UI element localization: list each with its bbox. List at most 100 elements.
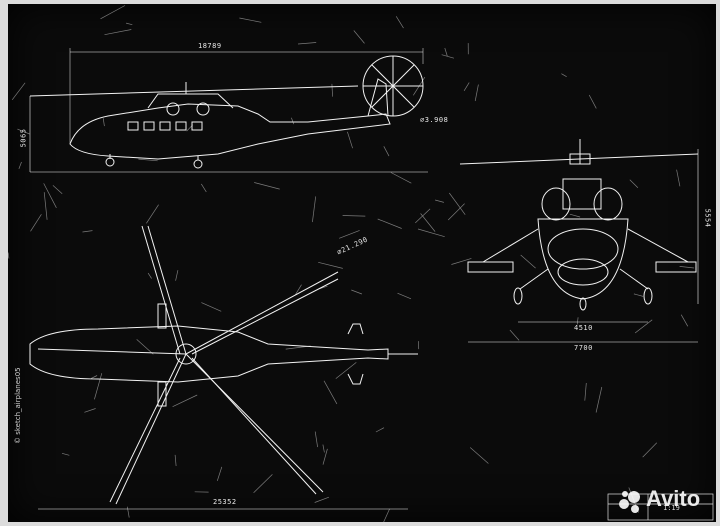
scratch-mark [474, 84, 479, 102]
scratch-mark [90, 375, 98, 379]
scratch-mark [175, 270, 179, 281]
scratch-mark [331, 83, 333, 97]
side-rear-wheel [193, 159, 203, 169]
scratch-mark [469, 447, 489, 464]
scratch-mark [509, 329, 520, 341]
avito-logo-icon [619, 491, 640, 513]
scratch-mark [633, 293, 644, 297]
scratch-mark [323, 380, 338, 405]
dim-front-height: 5554 [703, 208, 712, 228]
scratch-mark [8, 252, 10, 259]
scratch-mark [561, 73, 567, 78]
scratch-mark [642, 442, 658, 458]
scratch-mark [629, 179, 639, 188]
scratch-mark [435, 199, 444, 203]
scratch-mark [216, 466, 223, 482]
front-rotor-blade [459, 153, 699, 165]
scratch-mark [94, 373, 103, 400]
top-blade-1 [147, 225, 187, 355]
scratch-mark [201, 302, 222, 312]
top-view-helicopter [29, 225, 418, 510]
side-front-wheel [105, 157, 115, 167]
scratch-mark [126, 22, 133, 26]
avito-brand-text: Avito [646, 486, 701, 511]
scratch-mark [104, 29, 132, 36]
scratch-mark [351, 289, 363, 295]
top-blade-5 [37, 348, 187, 355]
dim-side-height: 5065 [19, 128, 28, 148]
scratch-mark [322, 448, 328, 465]
blueprint-board: 18789 5065 ∅3.908 ∅21.290 5554 4510 7700… [8, 4, 716, 522]
front-left-wheel [513, 287, 523, 305]
front-fuselage [537, 218, 629, 300]
scratch-mark [239, 17, 262, 23]
scratch-mark [679, 266, 695, 269]
scratch-mark [397, 292, 412, 300]
scratch-mark [634, 319, 653, 334]
scratch-mark [444, 47, 448, 57]
scratch-mark [84, 408, 96, 413]
scratch-mark [312, 196, 317, 223]
blueprint-drawing [8, 5, 714, 522]
scratch-mark [314, 496, 330, 503]
scratch-mark [395, 16, 404, 29]
scratch-mark [11, 82, 26, 101]
scratch-mark [43, 183, 57, 208]
scratch-mark [253, 474, 273, 494]
scratch-mark [52, 185, 63, 194]
scratch-mark [43, 192, 48, 220]
scratch-mark [172, 394, 198, 408]
scratch-mark [30, 214, 42, 232]
scratch-mark [291, 117, 295, 125]
scratch-mark [297, 42, 317, 45]
front-view-helicopter [459, 139, 699, 343]
scratch-mark [146, 204, 159, 224]
top-blade-4 [115, 353, 187, 505]
dim-top-length: 25352 [213, 498, 237, 506]
top-fuselage [29, 325, 389, 383]
scratch-mark [102, 118, 105, 127]
scratch-mark [595, 386, 603, 413]
scratch-mark [441, 54, 454, 59]
side-view-helicopter [29, 48, 428, 173]
scratch-mark [584, 382, 587, 401]
top-blade-2 [185, 271, 339, 355]
scratch-mark [680, 314, 689, 327]
scratch-mark [576, 317, 579, 325]
scratch-mark [447, 203, 465, 221]
avito-watermark: Avito [617, 484, 717, 518]
scratch-mark [417, 228, 445, 238]
scratch-mark [375, 427, 385, 433]
scratch-mark [463, 82, 470, 91]
scratch-mark [377, 218, 402, 229]
scratch-mark [126, 506, 130, 518]
scratch-mark [342, 215, 366, 217]
scratch-mark [254, 182, 280, 190]
scratch-marks [8, 5, 695, 522]
scratch-mark [353, 30, 365, 44]
author-credit: © sketch_airplanes05 [14, 367, 22, 444]
side-fuselage [69, 103, 391, 160]
scratch-mark [322, 444, 325, 453]
scratch-mark [383, 146, 390, 157]
scratch-mark [415, 208, 431, 224]
scratch-mark [314, 431, 318, 448]
scratch-mark [138, 158, 158, 162]
dim-front-track: 4510 [574, 324, 593, 332]
scratch-mark [449, 192, 466, 215]
dim-tail-rotor: ∅3.908 [420, 116, 449, 124]
scratch-mark [339, 230, 360, 239]
scratch-mark [318, 261, 343, 269]
scratch-mark [335, 362, 357, 379]
scratch-mark [347, 131, 353, 149]
scratch-mark [100, 5, 126, 20]
scratch-mark [569, 213, 581, 218]
scratch-mark [82, 230, 93, 233]
scratch-mark [174, 454, 177, 467]
side-main-rotor-blade [29, 85, 359, 97]
scratch-mark [420, 213, 436, 232]
scratch-mark [17, 128, 30, 135]
dim-side-length: 18789 [198, 42, 222, 50]
scratch-mark [201, 183, 207, 193]
